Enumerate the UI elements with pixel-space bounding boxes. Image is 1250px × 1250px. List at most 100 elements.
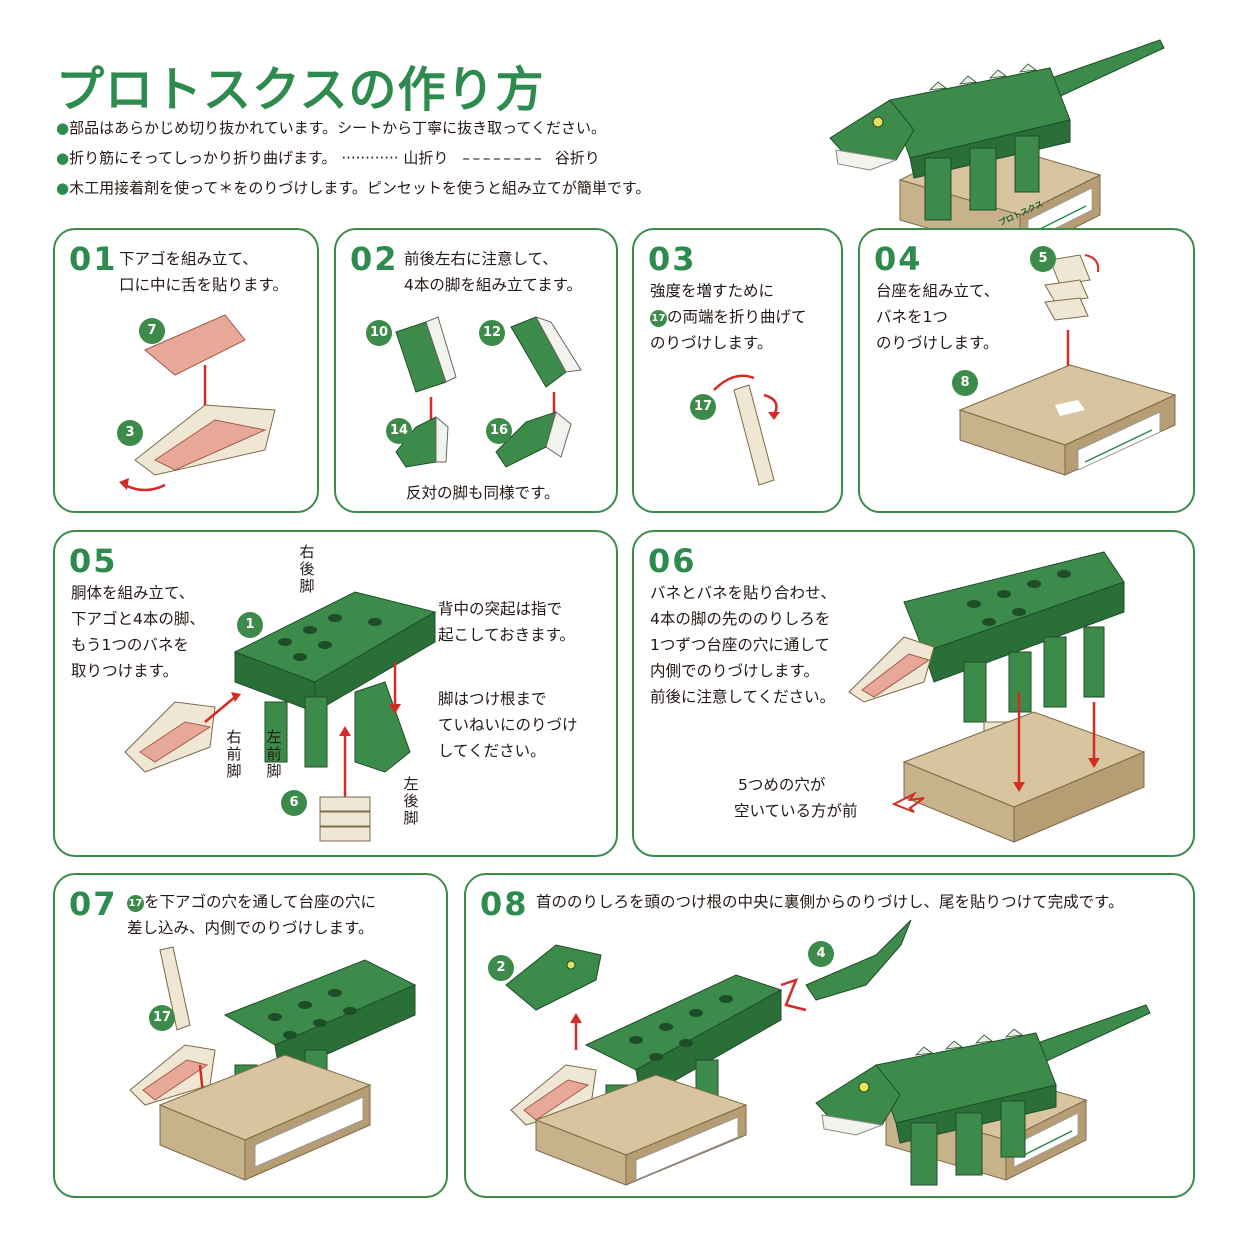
step-text: バネとバネを貼り合わせ、 4本の脚の先ののりしろを 1つずつ台座の穴に通して 内… — [650, 580, 836, 710]
step-text-line: もう1つのバネを — [71, 636, 189, 654]
step-number: 06 — [648, 542, 697, 580]
mountain-fold-label: 山折り — [403, 149, 449, 167]
step-text: 前後左右に注意して、 4本の脚を組み立てます。 — [404, 246, 582, 298]
jaw-assembly-illustration — [119, 314, 276, 492]
step-text-line: 4本の脚の先ののりしろを — [650, 610, 831, 628]
step-number: 03 — [648, 240, 697, 278]
step-text-line: 下アゴと4本の脚、 — [71, 610, 205, 628]
step-note: 反対の脚も同様です。 — [406, 484, 560, 502]
part-badge: 17 — [127, 895, 144, 912]
step-03-panel: 03 強度を増すために 17の両端を折り曲げて のりづけします。 17 — [632, 228, 843, 513]
part-badge: 14 — [386, 418, 412, 444]
step-text-line: のりづけします。 — [876, 334, 999, 352]
note-text: 折り筋にそってしっかり折り曲げます。 — [69, 149, 337, 167]
part-badge: 2 — [488, 955, 514, 981]
step-07-panel: 07 17を下アゴの穴を通して台座の穴に 差し込み、内側でのりづけします。 17 — [53, 873, 448, 1198]
mount-on-base-illustration — [848, 551, 1146, 843]
step-text-line: 内側でのりづけします。 — [650, 662, 819, 680]
step-text-line: 前後に注意してください。 — [650, 688, 836, 706]
step-text-line: 1つずつ台座の穴に通して — [650, 636, 830, 654]
step-number: 05 — [69, 542, 118, 580]
note-text: 木工用接着剤を使って＊をのりづけします。ピンセットを使うと組み立てが簡単です。 — [69, 179, 651, 197]
part-badge: 17 — [149, 1005, 175, 1031]
step-text-line: 17の両端を折り曲げて — [650, 304, 807, 330]
step-note-2: 脚はつけ根まで ていねいにのりづけ してください。 — [438, 686, 578, 764]
step-text-line: 胴体を組み立て、 — [71, 584, 195, 602]
step-06-panel: 06 バネとバネを貼り合わせ、 4本の脚の先ののりしろを 1つずつ台座の穴に通し… — [632, 530, 1195, 857]
part-badge: 7 — [139, 318, 165, 344]
strip-insert-illustration — [129, 946, 417, 1181]
step-text-inline: を下アゴの穴を通して台座の穴に — [144, 893, 377, 911]
leg-label-left-front: 左前脚 — [266, 728, 282, 780]
valley-fold-label: 谷折り — [554, 149, 600, 167]
step-text-line: 前後左右に注意して、 — [404, 250, 558, 268]
step-text-line: 下アゴを組み立て、 — [119, 250, 258, 268]
step-note-1: 背中の突起は指で 起こしておきます。 — [438, 596, 575, 648]
step-text-line: 17を下アゴの穴を通して台座の穴に — [127, 889, 376, 915]
leg-label-right-front: 右前脚 — [226, 728, 242, 780]
step-text-line: 台座を組み立て、 — [876, 282, 1000, 300]
step-text-line: バネとバネを貼り合わせ、 — [650, 584, 837, 602]
note-line: 5つめの穴が — [738, 776, 826, 794]
step-number: 01 — [69, 240, 118, 278]
part-badge: 10 — [366, 320, 392, 346]
part-badge: 3 — [117, 420, 143, 446]
step-text: 強度を増すために 17の両端を折り曲げて のりづけします。 — [650, 278, 807, 356]
step-text-line: 4本の脚を組み立てます。 — [404, 276, 583, 294]
part-badge: 1 — [237, 612, 263, 638]
note-line: 脚はつけ根まで — [438, 690, 547, 708]
step-text: 首ののりしろを頭のつけ根の中央に裏側からのりづけし、尾を貼りつけて完成です。 — [536, 893, 1124, 911]
part-badge: 5 — [1030, 246, 1056, 272]
step-text-inline: の両端を折り曲げて — [667, 308, 807, 326]
completed-model-illustration — [815, 1004, 1151, 1186]
head-tail-attach-illustration — [505, 944, 807, 1186]
note-line: 起こしておきます。 — [438, 626, 576, 644]
step-text: 下アゴを組み立て、 口に中に舌を貼ります。 — [119, 246, 288, 298]
note-line: 空いている方が前 — [734, 802, 858, 820]
step-number: 08 — [480, 885, 529, 923]
strip-fold-illustration — [713, 374, 780, 486]
step-text-line: 口に中に舌を貼ります。 — [119, 276, 288, 294]
page-title: プロトスクスの作り方 — [56, 62, 545, 118]
leg-label-right-rear: 右後脚 — [299, 543, 315, 595]
step-number: 04 — [874, 240, 923, 278]
bullet-icon: ● — [56, 119, 70, 137]
part-badge: 4 — [808, 941, 834, 967]
legs-assembly-illustration — [395, 316, 582, 468]
note-row-1: ●部品はあらかじめ切り抜かれています。シートから丁寧に抜き取ってください。 — [56, 113, 650, 143]
step-number: 07 — [69, 885, 118, 923]
valley-fold-line-icon: – – – – – – – – — [448, 149, 555, 167]
step-01-panel: 01 下アゴを組み立て、 口に中に舌を貼ります。 7 3 — [53, 228, 319, 513]
part-badge: 8 — [952, 370, 978, 396]
part-badge: 17 — [650, 310, 667, 327]
part-badge: 16 — [486, 418, 512, 444]
base-assembly-illustration — [958, 254, 1177, 476]
step-text: 台座を組み立て、 バネを1つ のりづけします。 — [876, 278, 999, 356]
mountain-fold-line-icon: ············ — [336, 149, 404, 167]
step-text-line: 差し込み、内側でのりづけします。 — [127, 919, 374, 937]
note-line: 背中の突起は指で — [438, 600, 563, 618]
step-text: 17を下アゴの穴を通して台座の穴に 差し込み、内側でのりづけします。 — [127, 889, 376, 941]
part-badge: 17 — [690, 394, 716, 420]
step-text-line: 強度を増すために — [650, 282, 775, 300]
note-row-2: ●折り筋にそってしっかり折り曲げます。 ············ 山折り – –… — [56, 143, 650, 173]
note-line: ていねいにのりづけ — [438, 716, 578, 734]
body-assembly-illustration — [124, 591, 437, 842]
step-text-line: 取りつけます。 — [71, 662, 179, 680]
bullet-icon: ● — [56, 149, 70, 167]
step-04-panel: 04 台座を組み立て、 バネを1つ のりづけします。 5 8 — [858, 228, 1195, 513]
step-02-panel: 02 前後左右に注意して、 4本の脚を組み立てます。 10 12 14 16 反… — [334, 228, 618, 513]
bullet-icon: ● — [56, 179, 70, 197]
step-text-line: バネを1つ — [876, 308, 948, 326]
tail-part-illustration — [805, 919, 912, 1001]
step-number: 02 — [350, 240, 399, 278]
note-text: 部品はあらかじめ切り抜かれています。シートから丁寧に抜き取ってください。 — [69, 119, 606, 137]
step-text: 胴体を組み立て、 下アゴと4本の脚、 もう1つのバネを 取りつけます。 — [71, 580, 205, 684]
step-text-line: のりづけします。 — [650, 334, 773, 352]
step-08-panel: 08 首ののりしろを頭のつけ根の中央に裏側からのりづけし、尾を貼りつけて完成です… — [464, 873, 1195, 1198]
instruction-notes: ●部品はあらかじめ切り抜かれています。シートから丁寧に抜き取ってください。 ●折… — [56, 113, 650, 203]
note-row-3: ●木工用接着剤を使って＊をのりづけします。ピンセットを使うと組み立てが簡単です。 — [56, 173, 650, 203]
leg-label-left-rear: 左後脚 — [403, 775, 419, 827]
part-badge: 6 — [281, 790, 307, 816]
step-05-panel: 05 胴体を組み立て、 下アゴと4本の脚、 もう1つのバネを 取りつけます。 — [53, 530, 618, 857]
